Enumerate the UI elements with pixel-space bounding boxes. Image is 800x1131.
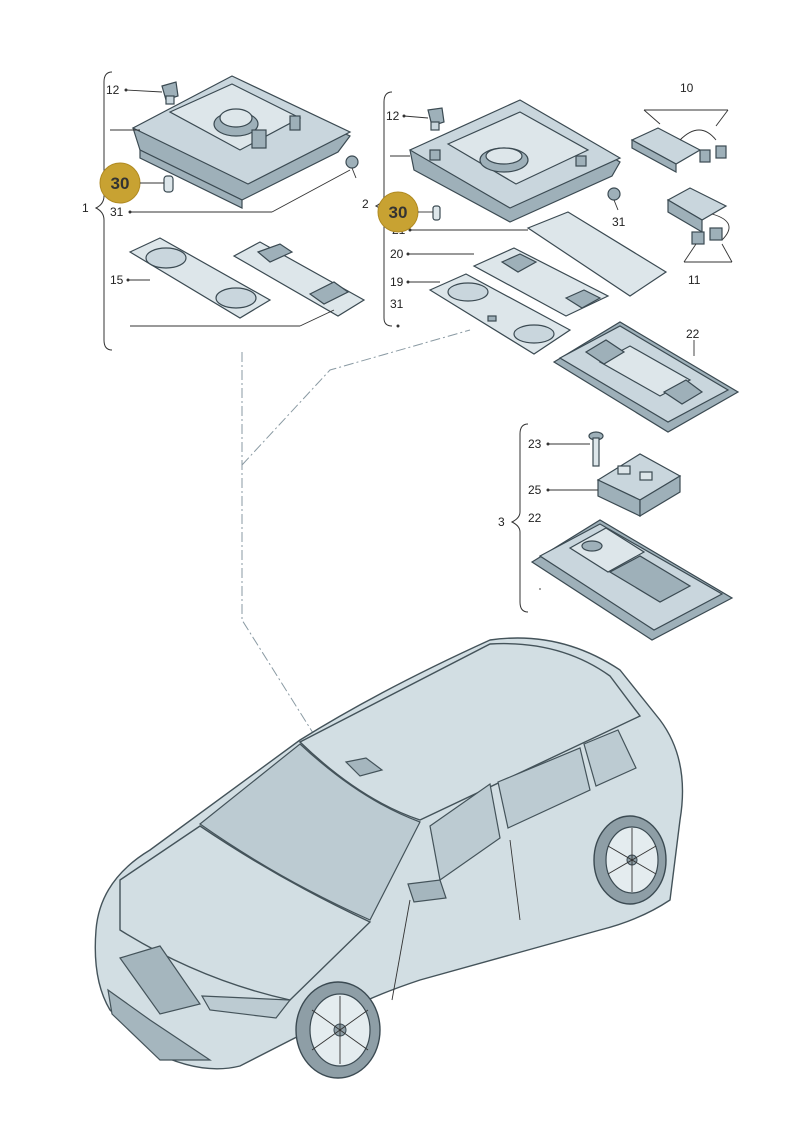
bulb-30-a: [163, 175, 174, 193]
screw-31-a: [345, 155, 359, 179]
callout-31-c: 31: [612, 215, 626, 229]
callout-23: 23: [528, 437, 542, 451]
assembly-10-11: [630, 109, 733, 263]
front-wheel: [295, 981, 381, 1079]
callout-19: 19: [390, 275, 404, 289]
highlight-badges[interactable]: 30 30: [99, 162, 433, 233]
bulb-30-b: [432, 205, 441, 221]
screw-23: [588, 431, 604, 467]
clip-12-b: [427, 107, 445, 131]
cover-plate-1: [232, 241, 366, 317]
highlight-badge-30-a-label: 30: [111, 174, 130, 193]
trim-panel-22-a: [552, 321, 740, 433]
callout-15: 15: [110, 273, 124, 287]
trim-panel-22-b: [530, 519, 734, 641]
screw-31-b: [607, 187, 621, 211]
lens-15: [128, 237, 272, 319]
clip-12-a: [161, 81, 179, 105]
assembly-3: [510, 423, 734, 641]
roof-console-housing-1: [131, 75, 352, 209]
module-11: [666, 187, 730, 245]
lens-19: [428, 273, 572, 355]
rear-wheel: [593, 815, 667, 905]
assembly-2: [374, 91, 668, 355]
assembly-1: [94, 71, 366, 351]
callout-11: 11: [688, 273, 701, 287]
callout-22-b: 22: [528, 511, 542, 525]
car-illustration: [94, 637, 684, 1079]
module-10: [630, 127, 727, 174]
panel-20: [472, 247, 610, 317]
callout-31-b: 31: [390, 297, 404, 311]
roof-console-housing-2: [408, 99, 622, 223]
callout-31-a: 31: [110, 205, 124, 219]
callout-12-b: 12: [386, 109, 400, 123]
highlight-badge-30-b[interactable]: 30: [377, 191, 433, 233]
highlight-badge-30-b-label: 30: [389, 203, 408, 222]
callout-22-a: 22: [686, 327, 700, 341]
callout-20: 20: [390, 247, 404, 261]
highlight-badge-30-a[interactable]: 30: [99, 162, 164, 204]
callout-2: 2: [362, 197, 369, 211]
cover-21: [526, 211, 668, 297]
callout-10: 10: [680, 81, 694, 95]
switch-25: [596, 453, 682, 518]
locator-lines: [241, 329, 471, 761]
callout-25: 25: [528, 483, 542, 497]
callout-12-a: 12: [106, 83, 120, 97]
callout-3: 3: [498, 515, 505, 529]
callout-1: 1: [82, 201, 89, 215]
